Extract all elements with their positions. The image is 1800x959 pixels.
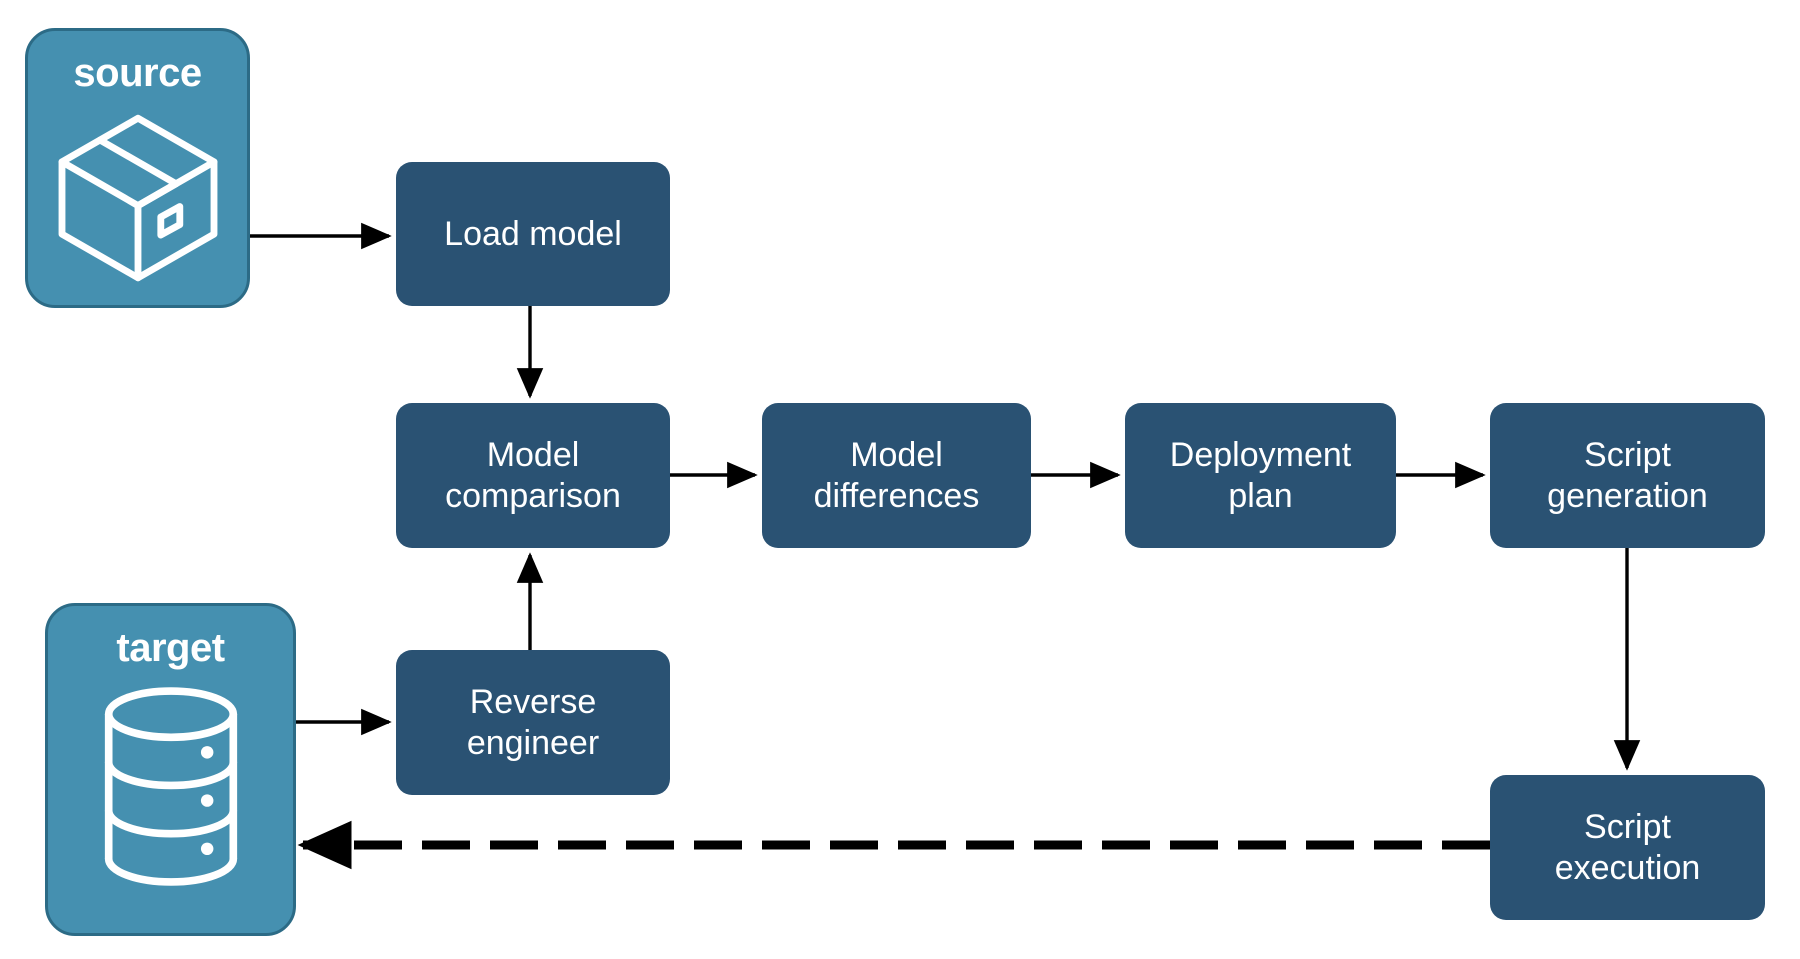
node-model-comparison[interactable]: Model comparison <box>396 403 670 548</box>
node-reverse-engineer[interactable]: Reverse engineer <box>396 650 670 795</box>
endpoint-label-source: source <box>73 51 202 95</box>
node-label-load-model: Load model <box>444 214 622 253</box>
node-script-generation[interactable]: Script generation <box>1490 403 1765 548</box>
node-script-execution[interactable]: Script execution <box>1490 775 1765 920</box>
node-deployment-plan[interactable]: Deployment plan <box>1125 403 1396 548</box>
package-box-icon <box>43 103 233 298</box>
node-model-differences[interactable]: Model differences <box>762 403 1031 548</box>
endpoint-card-source[interactable]: source <box>25 28 250 308</box>
node-label-script-execution: Script execution <box>1554 808 1701 887</box>
node-label-model-differences: Model differences <box>813 436 980 515</box>
node-label-script-generation: Script generation <box>1547 436 1708 515</box>
node-label-reverse-engineer: Reverse engineer <box>466 683 600 762</box>
endpoint-card-target[interactable]: target <box>45 603 296 936</box>
endpoint-label-target: target <box>116 626 225 670</box>
database-cylinder-icon <box>86 684 256 894</box>
node-label-deployment-plan: Deployment plan <box>1169 436 1352 515</box>
node-load-model[interactable]: Load model <box>396 162 670 306</box>
node-label-model-comparison: Model comparison <box>445 436 621 515</box>
